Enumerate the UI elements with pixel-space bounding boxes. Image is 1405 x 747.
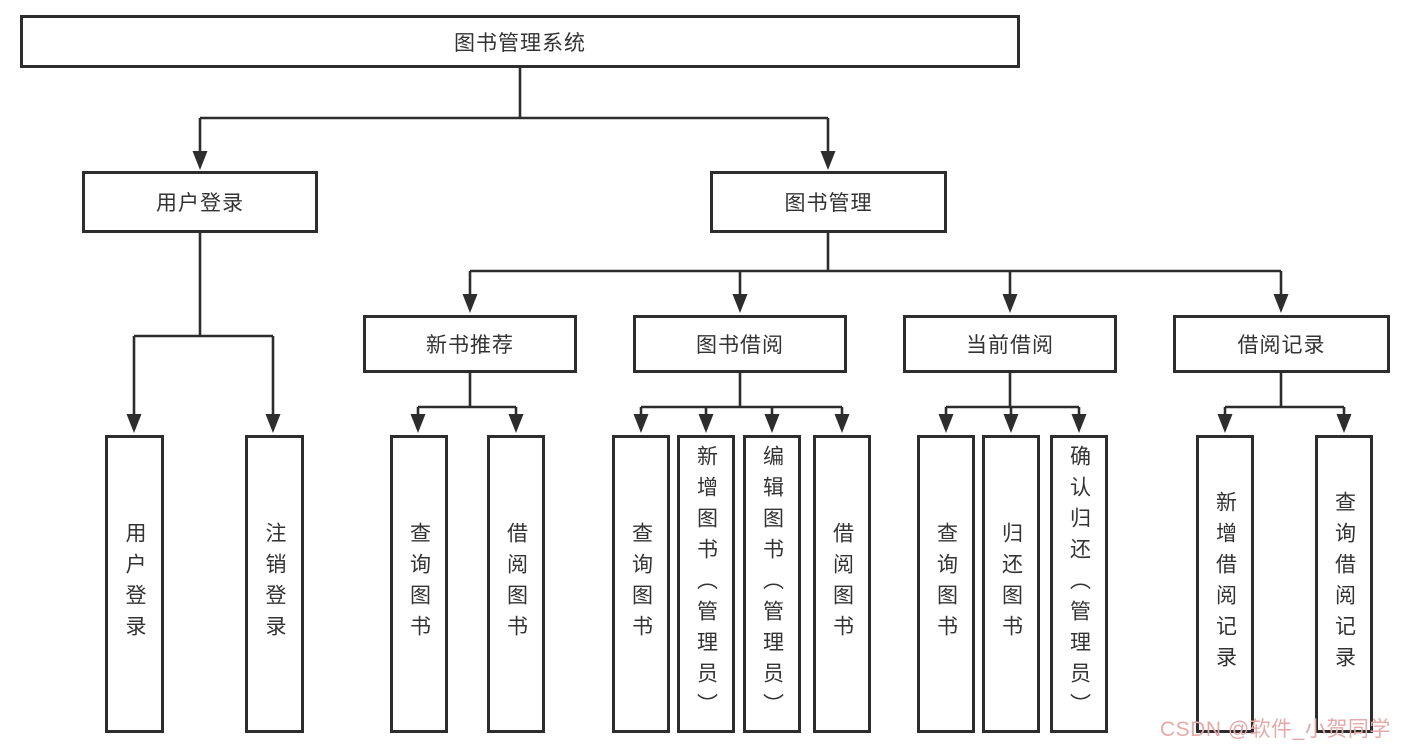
leaf-borrow-books-recommend: 借阅图书 — [487, 435, 545, 733]
connector-book-mgmt-to-level3 — [468, 233, 1283, 295]
arrow-icon — [1273, 294, 1289, 313]
arrow-icon — [1002, 294, 1018, 313]
leaf-logout-label: 注销登录 — [263, 522, 286, 646]
leaf-edit-books-admin-label: 编辑图书（管理员） — [760, 444, 784, 724]
leaf-add-books-admin-label: 新增图书（管理员） — [694, 444, 718, 724]
connector-root-to-level2 — [198, 68, 830, 153]
arrow-icon — [698, 414, 714, 433]
leaf-return-books: 归还图书 — [982, 435, 1040, 733]
leaf-query-books-recommend: 查询图书 — [390, 435, 448, 733]
node-current-borrowing-label: 当前借阅 — [966, 334, 1054, 357]
arrow-icon — [462, 294, 478, 313]
leaf-query-books-borrowing-label: 查询图书 — [629, 522, 653, 646]
arrow-icon — [764, 414, 780, 433]
arrow-icon — [820, 151, 836, 170]
leaf-borrow-books-recommend-label: 借阅图书 — [504, 522, 528, 646]
connector-leaf-stems — [416, 407, 1346, 415]
leaf-query-books-current-label: 查询图书 — [934, 522, 958, 646]
connector-leaf-bars — [418, 373, 1344, 409]
node-book-borrowing: 图书借阅 — [633, 315, 847, 373]
node-root-label: 图书管理系统 — [454, 31, 586, 55]
node-root-system: 图书管理系统 — [20, 15, 1020, 68]
leaf-add-borrow-record: 新增借阅记录 — [1196, 435, 1254, 733]
leaf-query-books-recommend-label: 查询图书 — [407, 522, 431, 646]
leaf-borrow-books-borrowing-label: 借阅图书 — [830, 522, 854, 646]
leaf-query-borrow-record-label: 查询借阅记录 — [1332, 491, 1356, 677]
node-current-borrowing: 当前借阅 — [903, 315, 1117, 373]
node-new-book-recommend: 新书推荐 — [363, 315, 577, 373]
leaf-borrow-books-borrowing: 借阅图书 — [813, 435, 871, 733]
node-borrowing-records: 借阅记录 — [1173, 315, 1390, 373]
arrow-icon — [192, 151, 208, 170]
node-book-management: 图书管理 — [710, 171, 947, 233]
csdn-watermark: CSDN @软件_小贺同学 — [1160, 718, 1391, 741]
arrow-icon — [732, 294, 748, 313]
arrow-icon — [938, 414, 954, 433]
arrow-icon — [1336, 414, 1352, 433]
leaf-query-books-borrowing: 查询图书 — [612, 435, 670, 733]
arrow-icon — [410, 414, 426, 433]
node-borrowing-records-label: 借阅记录 — [1237, 334, 1326, 357]
leaf-confirm-return-admin-label: 确认归还（管理员） — [1067, 444, 1091, 724]
arrow-icon — [508, 414, 524, 433]
node-user-login-label: 用户登录 — [156, 192, 244, 215]
leaf-logout: 注销登录 — [245, 435, 304, 733]
arrow-icon — [265, 414, 281, 433]
node-new-book-recommend-label: 新书推荐 — [426, 334, 514, 357]
leaf-query-borrow-record: 查询借阅记录 — [1315, 435, 1373, 733]
arrow-icon — [633, 414, 649, 433]
leaf-user-login-label: 用户登录 — [123, 522, 146, 646]
leaf-add-books-admin: 新增图书（管理员） — [677, 435, 735, 733]
arrow-icon — [834, 414, 850, 433]
leaf-user-login: 用户登录 — [105, 435, 164, 733]
leaf-confirm-return-admin: 确认归还（管理员） — [1050, 435, 1108, 733]
node-book-management-label: 图书管理 — [784, 192, 873, 215]
arrow-icon — [1003, 414, 1019, 433]
node-user-login: 用户登录 — [82, 171, 318, 233]
node-book-borrowing-label: 图书借阅 — [696, 334, 784, 357]
leaf-query-books-current: 查询图书 — [917, 435, 975, 733]
leaf-edit-books-admin: 编辑图书（管理员） — [743, 435, 801, 733]
arrow-icon — [126, 414, 142, 433]
leaf-return-books-label: 归还图书 — [999, 522, 1023, 646]
connector-user-login-subtree — [132, 233, 275, 415]
arrow-icon — [1217, 414, 1233, 433]
leaf-add-borrow-record-label: 新增借阅记录 — [1213, 491, 1237, 677]
arrow-icon — [1071, 414, 1087, 433]
